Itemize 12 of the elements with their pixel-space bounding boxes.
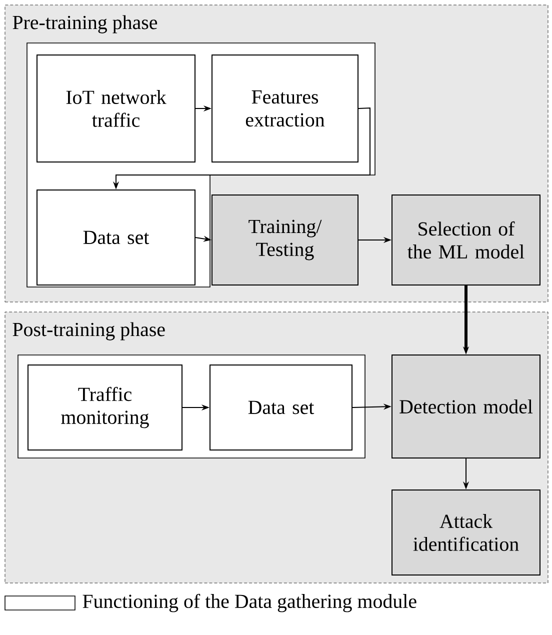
process-box: Training/ Testing: [212, 194, 358, 286]
process-box: IoT network traffic: [36, 54, 196, 162]
process-box: Attack identification: [392, 490, 540, 576]
legend-text: Functioning of the Data gathering module: [82, 594, 416, 612]
process-box: Features extraction: [212, 54, 358, 162]
panel-title: Pre-training phase: [12, 15, 158, 34]
process-box: Data set: [36, 190, 196, 286]
panel-title: Post-training phase: [12, 322, 165, 340]
process-box: Data set: [210, 364, 352, 450]
process-box: Traffic monitoring: [28, 364, 182, 450]
process-box: Detection model: [392, 354, 540, 458]
process-box: Selection of the ML model: [392, 194, 540, 286]
